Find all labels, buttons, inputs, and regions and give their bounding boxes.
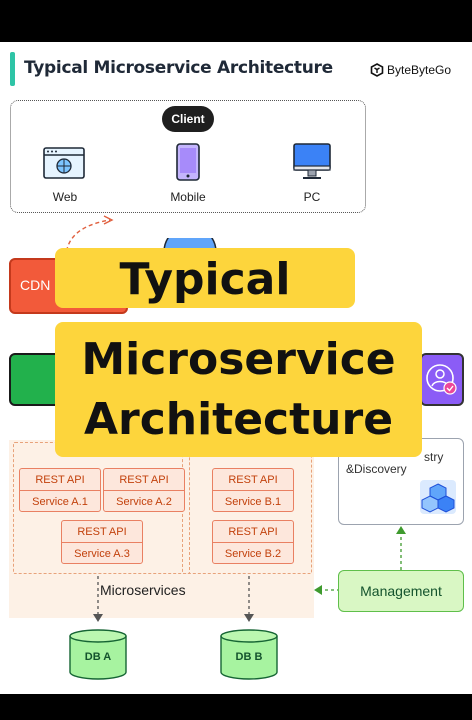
rest-api-label: REST API	[20, 469, 100, 491]
api-gateway-box-partial	[9, 353, 64, 406]
database-icon-b	[220, 629, 278, 680]
arrow-to-db-b	[244, 576, 254, 622]
page-title: Typical Microservice Architecture	[24, 58, 333, 78]
cubes-icon	[420, 480, 456, 514]
database-icon-a	[69, 629, 127, 680]
service-name: Service B.2	[224, 547, 282, 560]
device-label-web: Web	[52, 190, 78, 204]
service-card: REST API Service B.1	[212, 468, 294, 512]
overlay-title-line3: Architecture	[83, 394, 394, 445]
overlay-title-line2: Microservice	[81, 334, 396, 385]
rest-api-label: REST API	[104, 469, 184, 491]
management-to-registry-arrow	[396, 526, 406, 570]
management-box: Management	[338, 570, 464, 612]
service-name: Service B.1	[224, 495, 282, 508]
device-label-mobile: Mobile	[170, 190, 206, 204]
service-card: REST API Service A.1	[19, 468, 101, 512]
rest-api-label: REST API	[213, 521, 293, 543]
registry-label-line1: stry	[424, 450, 444, 464]
title-accent-bar	[10, 52, 15, 86]
overlay-banner-top	[55, 248, 355, 308]
browser-icon	[43, 147, 85, 179]
management-to-microservices-arrow	[314, 585, 340, 595]
service-name: Service A.3	[74, 547, 130, 560]
db-label-b: DB B	[235, 651, 263, 663]
arrow-to-db-a	[93, 576, 103, 622]
microservices-label: Microservices	[100, 582, 186, 598]
client-cdn-arrow	[65, 215, 114, 259]
service-name: Service A.1	[32, 495, 88, 508]
rest-api-label: REST API	[213, 469, 293, 491]
cdn-label: CDN	[20, 277, 51, 293]
client-label: Client	[162, 106, 214, 132]
db-label-a: DB A	[84, 651, 112, 663]
overlay-banner-bottom	[55, 322, 422, 457]
service-card: REST API Service B.2	[212, 520, 294, 564]
service-card: REST API Service A.2	[103, 468, 185, 512]
client-group	[10, 100, 366, 213]
brand-logo: ByteByteGo	[370, 63, 451, 77]
user-verified-icon	[426, 364, 457, 395]
overlay-title-line1: Typical	[119, 254, 291, 305]
monitor-icon	[293, 143, 331, 179]
device-label-pc: PC	[303, 190, 321, 204]
brand-name: ByteByteGo	[387, 63, 452, 77]
rest-api-label: REST API	[62, 521, 142, 543]
mobile-phone-icon	[176, 143, 200, 181]
service-card: REST API Service A.3	[61, 520, 143, 564]
diagram-canvas: Typical Microservice Architecture ByteBy…	[0, 42, 472, 694]
service-name: Service A.2	[116, 495, 172, 508]
bytebytego-logo-icon	[370, 63, 384, 77]
registry-label-line2: &Discovery	[346, 462, 407, 476]
